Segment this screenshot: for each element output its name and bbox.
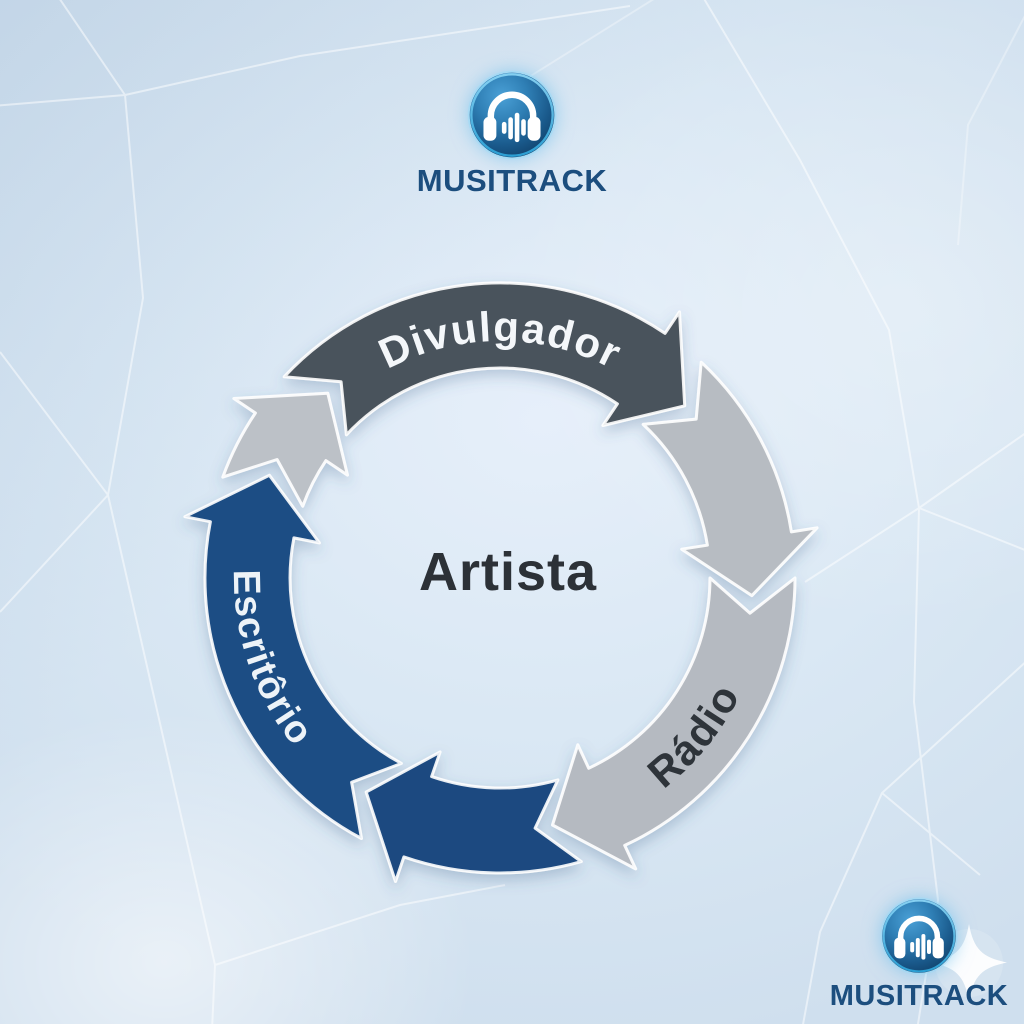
header-logo: MUSITRACK (0, 69, 1024, 196)
center-label: Artista (419, 542, 597, 602)
brand-wordmark: MUSITRACK (416, 163, 608, 198)
cycle-diagram (183, 281, 819, 883)
arrow-connector-right (641, 360, 819, 598)
arrow-segment-divulgador (282, 281, 687, 437)
background-mesh-lines-faint (504, 0, 1024, 246)
brand-wordmark: MUSITRACK (829, 980, 1009, 1012)
arrow-segment-escritorio (183, 473, 403, 840)
arrow-segment-radio (551, 576, 797, 871)
arrow-connector-top-left (221, 391, 349, 508)
headphones-badge-icon (466, 69, 558, 161)
footer-logo: MUSITRACK (819, 896, 1019, 1011)
arrow-connector-bottom (364, 750, 583, 883)
headphones-badge-icon (879, 896, 959, 976)
